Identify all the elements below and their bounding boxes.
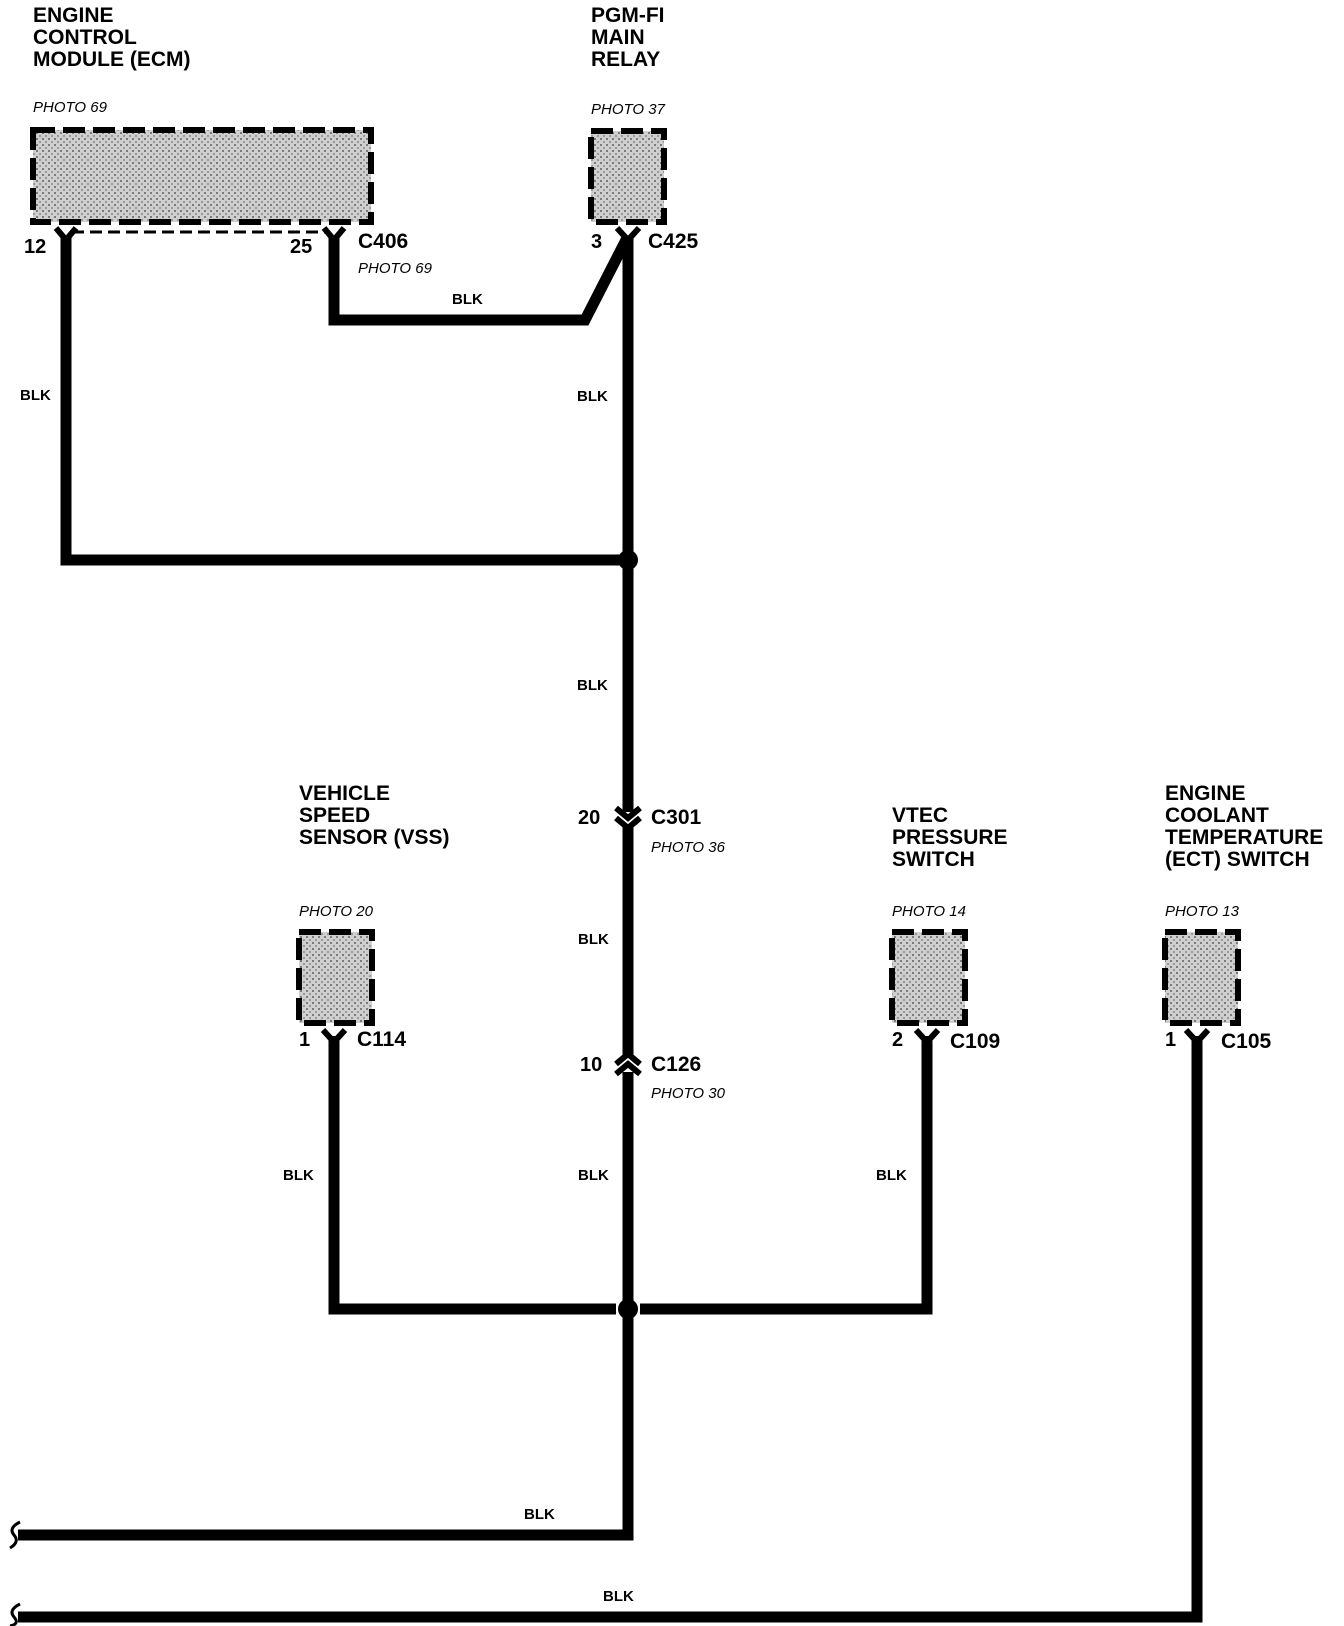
wire-vtec <box>640 1036 933 1315</box>
ecm-component-box <box>30 127 374 225</box>
c126-label: C126 <box>651 1053 701 1076</box>
vss-title: VEHICLE SPEED SENSOR (VSS) <box>299 782 450 849</box>
c126-photo-label: PHOTO 30 <box>651 1085 726 1102</box>
vtec-pin2-terminal <box>913 1027 941 1047</box>
vss-pin-label: 1 <box>299 1029 310 1051</box>
c105-label: C105 <box>1221 1030 1272 1053</box>
ecm-pin12-label: 12 <box>24 236 46 258</box>
ground1-break-symbol <box>9 1520 21 1550</box>
ect-photo-label: PHOTO 13 <box>1165 903 1240 920</box>
wire-label-c126-down: BLK <box>578 1167 609 1184</box>
vtec-component-box <box>889 929 968 1026</box>
ecm-photo-label: PHOTO 69 <box>33 99 108 116</box>
relay-pin3-label: 3 <box>591 231 602 253</box>
wire-c126-down <box>18 1072 634 1541</box>
relay-pin3-terminal <box>614 225 642 245</box>
wire-vss <box>328 1036 616 1315</box>
wire-label-relay: BLK <box>577 388 608 405</box>
vss-component-box <box>296 929 375 1026</box>
c301-connector-symbol <box>614 805 642 832</box>
vtec-pin-label: 2 <box>892 1029 903 1051</box>
ecm-pin12-terminal <box>53 226 79 245</box>
wire-label-ground1: BLK <box>524 1506 555 1523</box>
ect-title: ENGINE COOLANT TEMPERATURE (ECT) SWITCH <box>1165 782 1329 871</box>
c301-label: C301 <box>651 806 702 829</box>
c406-label: C406 <box>358 230 408 253</box>
wire-label-vss: BLK <box>283 1167 314 1184</box>
c301-pin-label: 20 <box>578 807 600 829</box>
wire-label-ground2: BLK <box>603 1588 634 1605</box>
relay-component-box <box>588 128 667 225</box>
c126-pin-label: 10 <box>580 1054 602 1076</box>
ect-pin1-terminal <box>1183 1027 1211 1047</box>
wire-label-c301-c126: BLK <box>578 931 609 948</box>
c301-photo-label: PHOTO 36 <box>651 839 726 856</box>
wire-ect <box>18 1036 1203 1623</box>
ground2-break-symbol <box>9 1602 21 1626</box>
c406-photo-label: PHOTO 69 <box>358 260 433 277</box>
vss-pin1-terminal <box>320 1027 348 1047</box>
wire-label-ecm12: BLK <box>20 387 51 404</box>
relay-photo-label: PHOTO 37 <box>591 101 666 118</box>
ect-pin-label: 1 <box>1165 1029 1176 1051</box>
wire-ecm-pin25 <box>328 235 632 326</box>
wire-label-ecm25: BLK <box>452 291 483 308</box>
wire-ecm-pin12 <box>60 238 628 566</box>
wire-label-mid: BLK <box>577 677 608 694</box>
c126-connector-symbol <box>614 1050 642 1077</box>
vss-photo-label: PHOTO 20 <box>299 903 374 920</box>
c109-label: C109 <box>950 1030 1000 1053</box>
splice-lower <box>618 1299 638 1319</box>
ecm-title: ENGINE CONTROL MODULE (ECM) <box>33 4 190 71</box>
vtec-photo-label: PHOTO 14 <box>892 903 966 920</box>
c425-label: C425 <box>648 230 699 253</box>
ecm-pin25-terminal <box>321 226 347 245</box>
c114-label: C114 <box>357 1028 406 1051</box>
wire-label-vtec: BLK <box>876 1167 907 1184</box>
vtec-title: VTEC PRESSURE SWITCH <box>892 804 1013 871</box>
ecm-pin25-label: 25 <box>290 236 312 258</box>
ect-component-box <box>1162 929 1241 1026</box>
relay-title: PGM-FI MAIN RELAY <box>591 4 670 71</box>
splice-upper <box>618 550 638 570</box>
